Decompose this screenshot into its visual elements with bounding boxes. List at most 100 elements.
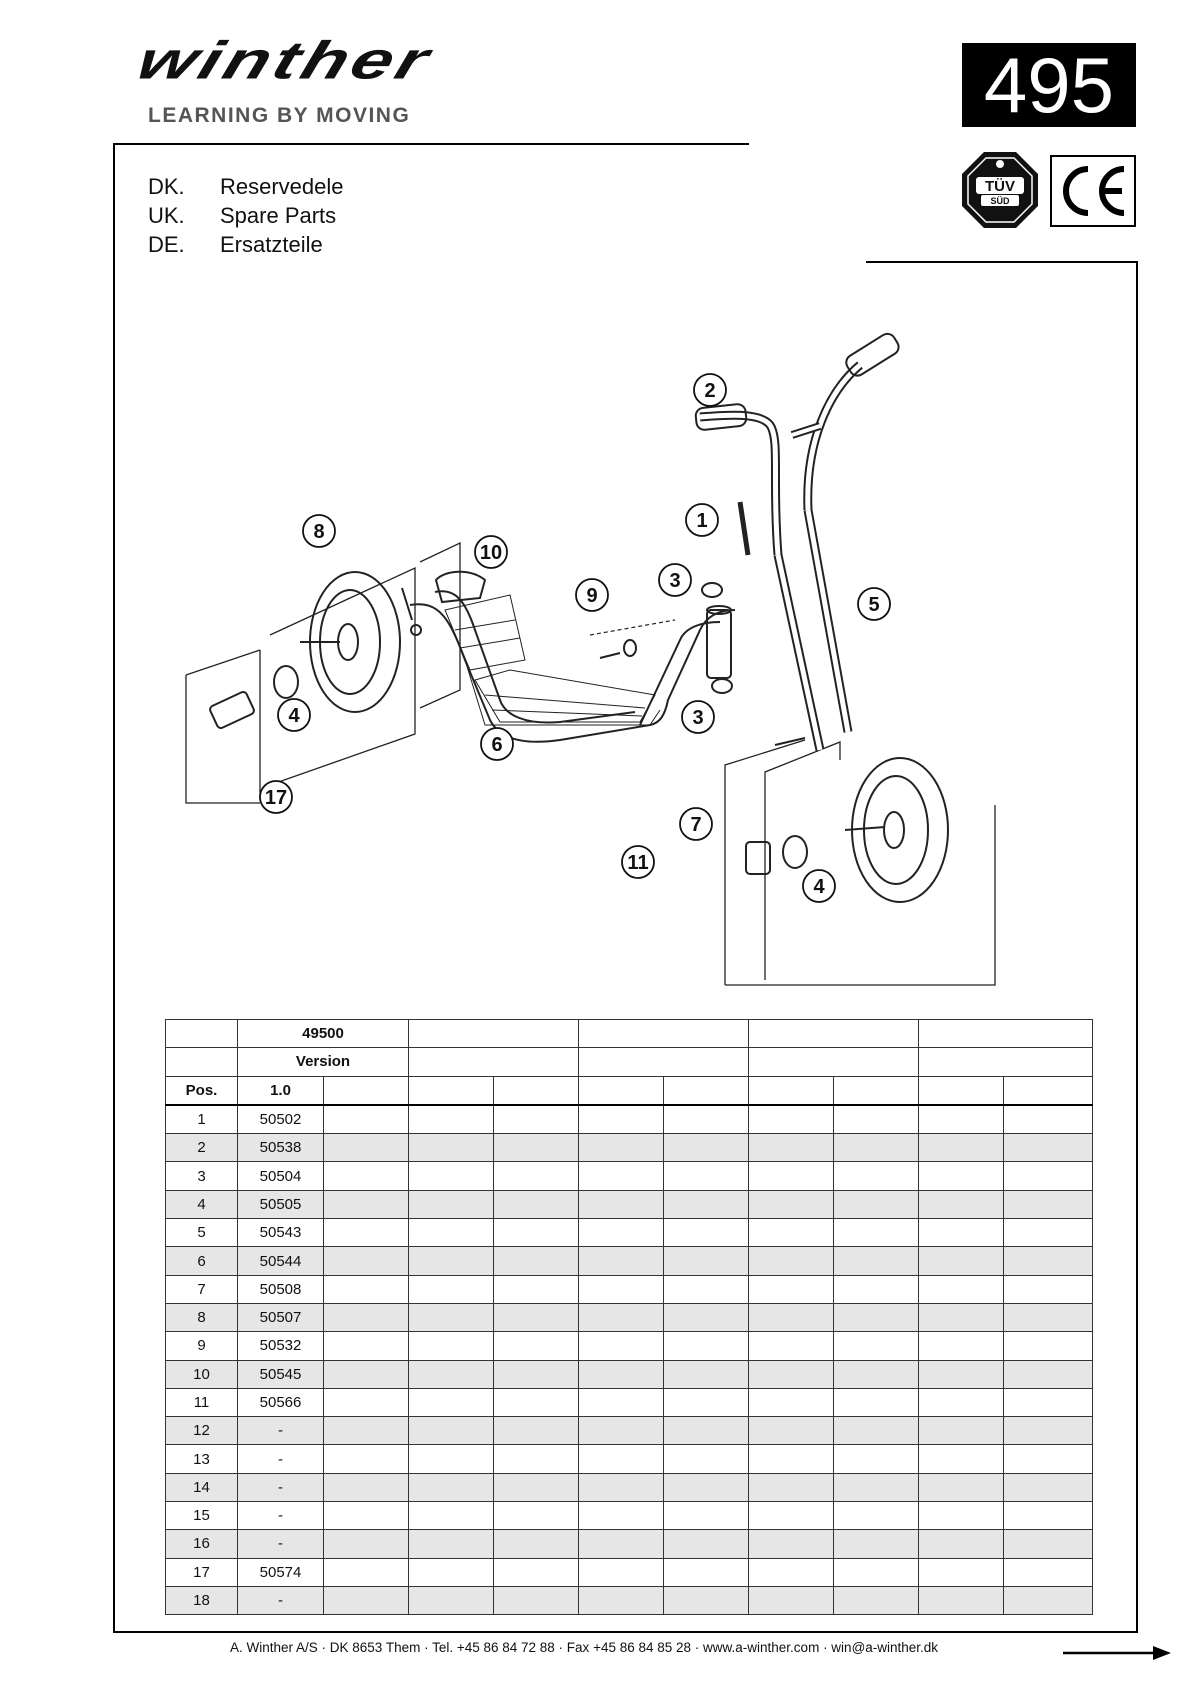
pos-cell: 16 (165, 1529, 238, 1559)
pos-cell: 14 (165, 1472, 238, 1503)
pos-cell: 5 (165, 1218, 238, 1248)
language-code: DK. (148, 174, 185, 199)
callout-17: 17 (259, 780, 293, 814)
empty-cell (578, 1161, 664, 1191)
empty-cell (493, 1218, 579, 1248)
empty-cell (493, 1529, 579, 1559)
callout-3-lower: 3 (681, 700, 715, 734)
empty-cell (748, 1274, 834, 1304)
empty-cell (323, 1444, 409, 1474)
callout-6: 6 (480, 727, 514, 761)
empty-cell (578, 1104, 664, 1135)
empty-cell (748, 1104, 834, 1135)
empty-cell (323, 1133, 409, 1163)
empty-cell (748, 1189, 834, 1220)
part-number-cell: 50532 (237, 1331, 324, 1361)
empty-cell (323, 1557, 409, 1587)
part-number-cell: - (237, 1444, 324, 1474)
empty-cell (918, 1416, 1004, 1446)
empty-cell (1003, 1472, 1093, 1503)
svg-text:6: 6 (491, 734, 502, 756)
empty-cell (918, 1444, 1004, 1474)
handle-grip-left (694, 403, 748, 431)
empty-cell (748, 1501, 834, 1531)
empty-cell (323, 1529, 409, 1559)
pos-cell: 6 (165, 1246, 238, 1276)
article-number: 49500 (237, 1018, 409, 1049)
svg-text:2: 2 (704, 380, 715, 402)
part-number-cell: 50504 (237, 1161, 324, 1191)
empty-cell (748, 1246, 834, 1276)
empty-cell (323, 1189, 409, 1220)
empty-cell (918, 1189, 1004, 1220)
empty-cell (918, 1557, 1004, 1587)
empty-cell (323, 1387, 409, 1418)
svg-text:7: 7 (690, 814, 701, 836)
language-code: UK. (148, 203, 185, 228)
table-row: 18- (165, 1585, 1093, 1616)
empty-cell (833, 1246, 919, 1276)
pos-cell: 10 (165, 1359, 238, 1389)
empty-cell (918, 1501, 1004, 1531)
empty-cell (1003, 1501, 1093, 1531)
rear-hub (745, 841, 771, 875)
pos-cell: 18 (165, 1585, 238, 1616)
empty-cell (918, 1387, 1004, 1418)
brand-tagline: LEARNING BY MOVING (148, 104, 411, 127)
empty-cell (408, 1444, 494, 1474)
callout-1: 1 (685, 503, 719, 537)
svg-text:3: 3 (669, 570, 680, 592)
empty-cell (1003, 1387, 1093, 1418)
language-row: UK.Spare Parts (148, 201, 344, 230)
empty-cell (578, 1133, 664, 1163)
empty-cell (833, 1161, 919, 1191)
empty-cell (578, 1387, 664, 1418)
empty-cell (578, 1274, 664, 1304)
empty-cell (748, 1444, 834, 1474)
empty-cell (918, 1331, 1004, 1361)
svg-text:4: 4 (813, 876, 825, 898)
empty-cell (493, 1274, 579, 1304)
empty-cell (578, 1218, 664, 1248)
empty-cell (1003, 1585, 1093, 1616)
empty-cell (663, 1302, 749, 1333)
empty-cell (578, 1246, 664, 1276)
empty-cell (918, 1246, 1004, 1276)
empty-cell (408, 1501, 494, 1531)
empty-cell (663, 1416, 749, 1446)
frame-bottom (113, 1631, 1138, 1633)
empty-cell (748, 1359, 834, 1389)
part-number-cell: 50566 (237, 1387, 324, 1418)
empty-cell (1003, 1133, 1093, 1163)
ce-icon (1063, 166, 1125, 216)
empty-cell (748, 1161, 834, 1191)
empty-cell (663, 1161, 749, 1191)
empty-cell (408, 1133, 494, 1163)
empty-cell (408, 1302, 494, 1333)
callout-9: 9 (575, 578, 609, 612)
empty-cell (918, 1585, 1004, 1616)
empty-cell (408, 1585, 494, 1616)
part-number-cell: 50502 (237, 1104, 324, 1135)
empty-cell (833, 1331, 919, 1361)
empty-cell (918, 1302, 1004, 1333)
bearing-upper (701, 582, 723, 598)
pos-cell: 3 (165, 1161, 238, 1191)
empty-cell (1003, 1359, 1093, 1389)
empty-cell (833, 1189, 919, 1220)
group-box-8 (269, 566, 416, 786)
empty-cell (748, 1529, 834, 1559)
empty-cell (578, 1501, 664, 1531)
handle-grip-right (845, 332, 900, 377)
empty-cell (493, 1189, 579, 1220)
footboard-mat (444, 594, 656, 723)
part-number-cell: 50538 (237, 1133, 324, 1163)
part-number-cell: - (237, 1529, 324, 1559)
empty-cell (918, 1104, 1004, 1135)
model-number: 495 (962, 43, 1136, 127)
